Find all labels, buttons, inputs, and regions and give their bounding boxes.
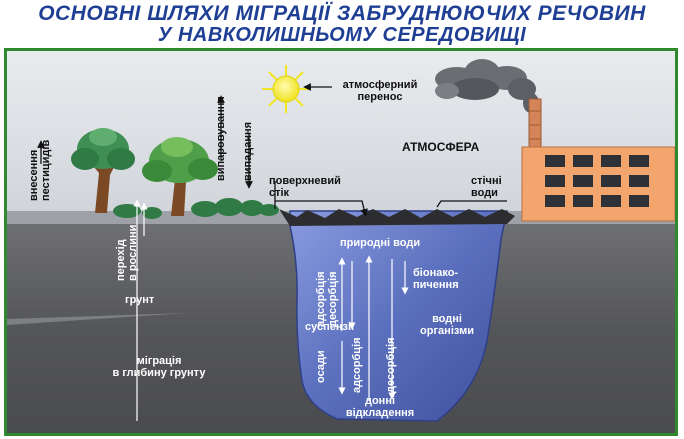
aquatic-organisms-line2: організми [420, 325, 474, 337]
desorption-right-label: десорбція [385, 337, 397, 393]
bottom-deposits-line1: донні [364, 395, 396, 407]
bioaccumulation-line1: біонако- [413, 267, 459, 279]
tree-icon [142, 137, 218, 216]
factory-icon [521, 146, 675, 222]
waste-water-line2: води [471, 187, 498, 199]
shore-crust [279, 209, 515, 226]
desorption-left-label: десорбція [327, 271, 339, 327]
aquatic-organisms-label: водні організми [417, 313, 477, 337]
waste-water-line1: стічні [471, 175, 502, 187]
atmospheric-transfer-label: атмосферний перенос [335, 79, 425, 103]
shrub-icon [113, 198, 279, 219]
bioaccumulation-label: біонако- пичення [413, 267, 459, 291]
smoke-cloud-icon [435, 59, 539, 113]
pesticides-line2: пестицидів [40, 139, 52, 201]
evaporation-label: випаровування [215, 96, 227, 181]
tree-icon [71, 128, 135, 213]
deep-migration-line2: в глибину грунту [112, 367, 206, 379]
to-plants-label: перехід в рослини [115, 225, 139, 281]
pesticides-line1: внесення [28, 149, 40, 201]
waste-water-label: стічні води [471, 175, 502, 199]
soil-horizon [7, 313, 187, 325]
bioaccumulation-line2: пичення [413, 279, 459, 291]
precipitation-label: випадання [242, 121, 254, 181]
surface-runoff-line1: поверхневий [269, 175, 341, 187]
bottom-deposits-line2: відкладення [345, 407, 415, 419]
sediments-label: осади [315, 350, 327, 383]
to-plants-line1: перехід [115, 239, 127, 281]
soil-label: грунт [125, 294, 155, 306]
adsorption-right-label: адсорбція [351, 337, 363, 393]
deep-migration-line1: міграція [136, 355, 182, 367]
deep-migration-label: міграція в глибину грунту [103, 355, 215, 379]
adsorption-left-label: адсорбція [315, 271, 327, 327]
atmospheric-transfer-line2: перенос [357, 91, 403, 103]
suspensions-label: суспензії [305, 321, 355, 333]
pesticides-label: внесення пестицидів [28, 140, 52, 201]
diagram-drawing [7, 51, 675, 433]
air-arrows [37, 83, 507, 217]
atmospheric-transfer-line1: атмосферний [342, 79, 418, 91]
bottom-deposits-label: донні відкладення [343, 395, 417, 419]
title-line-2: У НАВКОЛИШНЬОМУ СЕРЕДОВИЩІ [157, 24, 527, 46]
aquatic-organisms-line1: водні [432, 313, 462, 325]
soil-water-arrows [133, 199, 409, 421]
surface-runoff-line2: стік [269, 187, 290, 199]
diagram-frame: АТМОСФЕРА атмосферний перенос поверхневи… [4, 48, 678, 436]
atmosphere-label: АТМОСФЕРА [402, 140, 480, 154]
natural-waters-label: природні води [340, 237, 421, 249]
sun-icon [262, 65, 310, 113]
title-line-1: ОСНОВНІ ШЛЯХИ МІГРАЦІЇ ЗАБРУДНЮЮЧИХ РЕЧО… [38, 2, 646, 25]
surface-runoff-label: поверхневий стік [269, 175, 341, 199]
to-plants-line2: в рослини [127, 224, 139, 281]
